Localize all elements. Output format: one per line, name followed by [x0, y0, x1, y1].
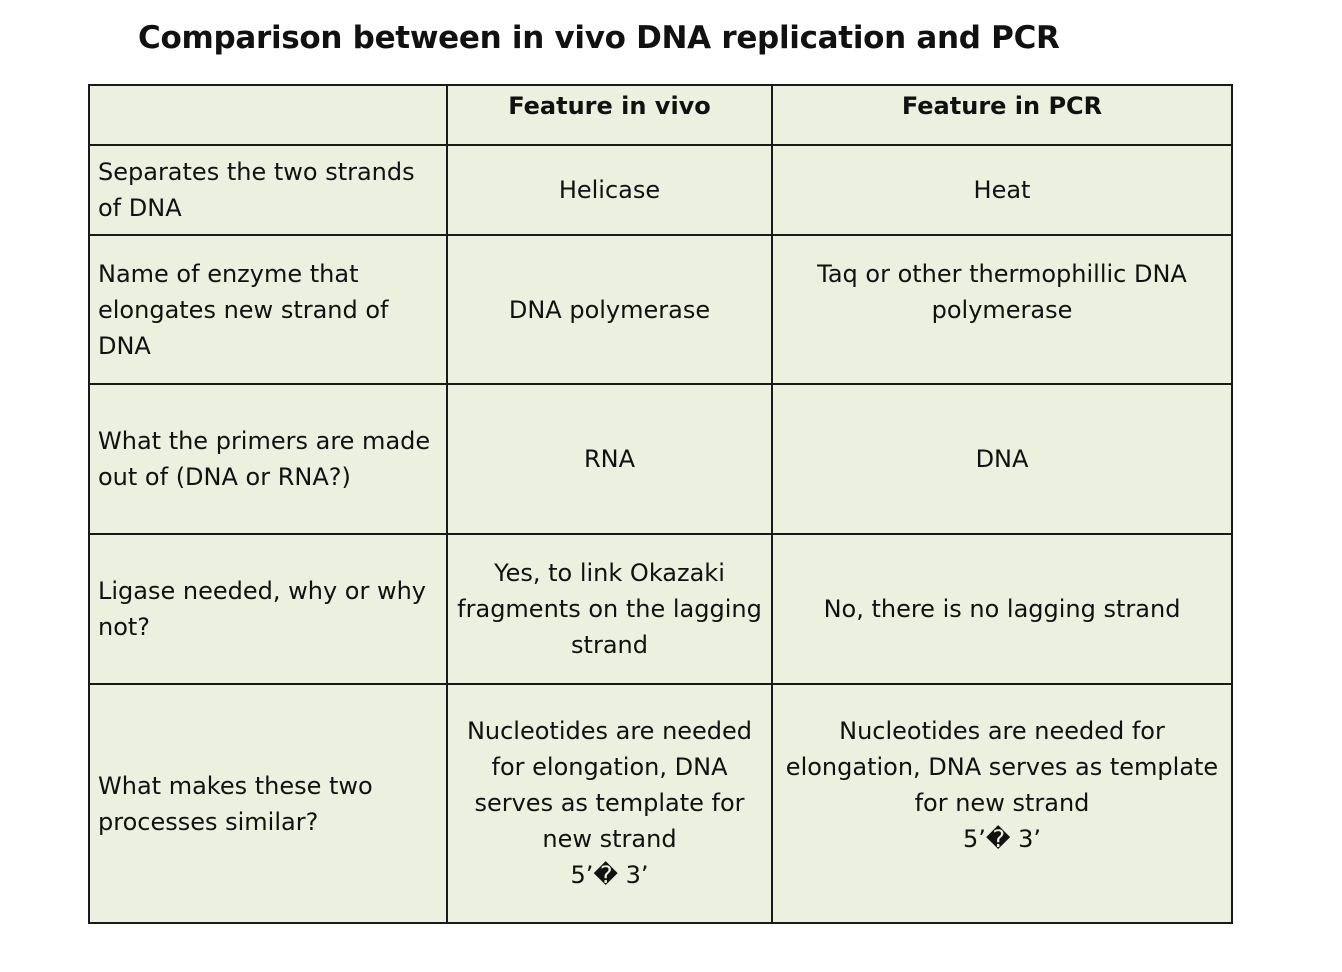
similarity-in-vivo-text: Nucleotides are needed for elongation, D…	[466, 717, 753, 853]
table-header-row: Feature in vivo Feature in PCR	[88, 84, 1233, 146]
cell-in-vivo-primer-material: RNA	[446, 383, 773, 535]
header-empty-cell	[88, 84, 448, 146]
table-row: What the primers are made out of (DNA or…	[88, 383, 1233, 535]
cell-pcr-elongating-enzyme: Taq or other thermophillic DNA polymeras…	[771, 234, 1233, 385]
cell-pcr-similarity: Nucleotides are needed for elongation, D…	[771, 683, 1233, 924]
row-label-elongating-enzyme: Name of enzyme that elongates new strand…	[88, 234, 448, 385]
table-row: Separates the two strands of DNA Helicas…	[88, 144, 1233, 236]
row-label-ligase-needed: Ligase needed, why or why not?	[88, 533, 448, 685]
table-row: Ligase needed, why or why not? Yes, to l…	[88, 533, 1233, 685]
cell-in-vivo-strand-separation: Helicase	[446, 144, 773, 236]
row-label-strand-separation: Separates the two strands of DNA	[88, 144, 448, 236]
cell-pcr-primer-material: DNA	[771, 383, 1233, 535]
similarity-pcr-direction: 5’� 3’	[962, 825, 1042, 853]
table-row: What makes these two processes similar? …	[88, 683, 1233, 924]
cell-in-vivo-ligase-needed: Yes, to link Okazaki fragments on the la…	[446, 533, 773, 685]
cell-in-vivo-elongating-enzyme: DNA polymerase	[446, 234, 773, 385]
header-feature-in-vivo: Feature in vivo	[446, 84, 773, 146]
comparison-table: Feature in vivo Feature in PCR Separates…	[88, 84, 1233, 924]
cell-in-vivo-similarity: Nucleotides are needed for elongation, D…	[446, 683, 773, 924]
row-label-similarity: What makes these two processes similar?	[88, 683, 448, 924]
similarity-in-vivo-direction: 5’� 3’	[570, 861, 649, 889]
header-feature-in-pcr: Feature in PCR	[771, 84, 1233, 146]
similarity-pcr-text: Nucleotides are needed for elongation, D…	[785, 717, 1219, 817]
row-label-primer-material: What the primers are made out of (DNA or…	[88, 383, 448, 535]
cell-pcr-strand-separation: Heat	[771, 144, 1233, 236]
cell-pcr-ligase-needed: No, there is no lagging strand	[771, 533, 1233, 685]
table-row: Name of enzyme that elongates new strand…	[88, 234, 1233, 385]
page-title: Comparison between in vivo DNA replicati…	[138, 20, 1060, 56]
